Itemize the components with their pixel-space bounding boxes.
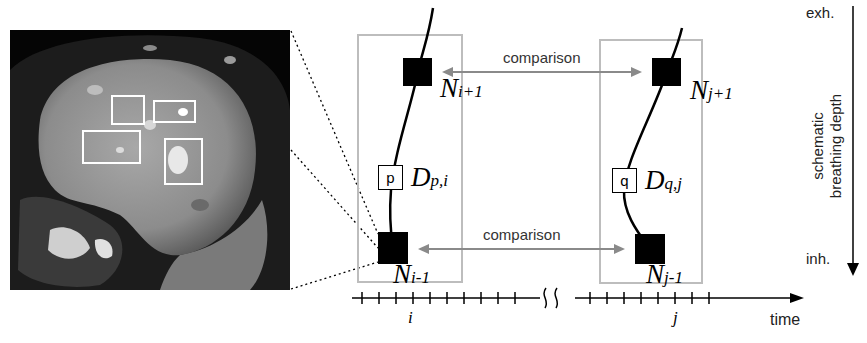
symbol-label: Ni-1 [393, 260, 430, 290]
index-letter: p [386, 170, 394, 185]
mri-image [10, 30, 290, 290]
edge-label: comparison [500, 50, 584, 67]
symbol-label: Dp,i [411, 163, 448, 193]
sample-square: Ni-1 [378, 232, 408, 264]
zoom-lines [291, 31, 378, 289]
position-box: qDq,j [612, 168, 637, 193]
sample-square: Nj-1 [635, 234, 665, 264]
symbol-label: Nj+1 [690, 76, 733, 106]
index-letter: q [620, 173, 628, 188]
axis-arrowhead [790, 293, 804, 303]
comparison-arrow [418, 244, 625, 254]
symbol-label: Ni+1 [440, 74, 483, 104]
window-frame [600, 40, 702, 283]
axis-label: time [770, 311, 800, 329]
edge-label: comparison [480, 227, 564, 244]
depth-arrow [847, 6, 859, 276]
breathing-curve [383, 8, 682, 250]
exhale-label: exh. [806, 4, 834, 21]
inhale-label: inh. [806, 250, 830, 267]
time-index: i [408, 308, 413, 328]
axis-title: schematic breathing depth [809, 81, 845, 211]
time-axis [352, 288, 792, 308]
symbol-label: Nj-1 [646, 260, 683, 290]
window-frame [358, 35, 462, 282]
sample-square: Ni+1 [403, 58, 432, 86]
sample-square: Nj+1 [652, 58, 681, 86]
symbol-label: Dq,j [645, 166, 682, 196]
time-index: j [673, 308, 678, 328]
position-box: pDp,i [378, 165, 403, 190]
comparison-arrow [442, 67, 642, 77]
